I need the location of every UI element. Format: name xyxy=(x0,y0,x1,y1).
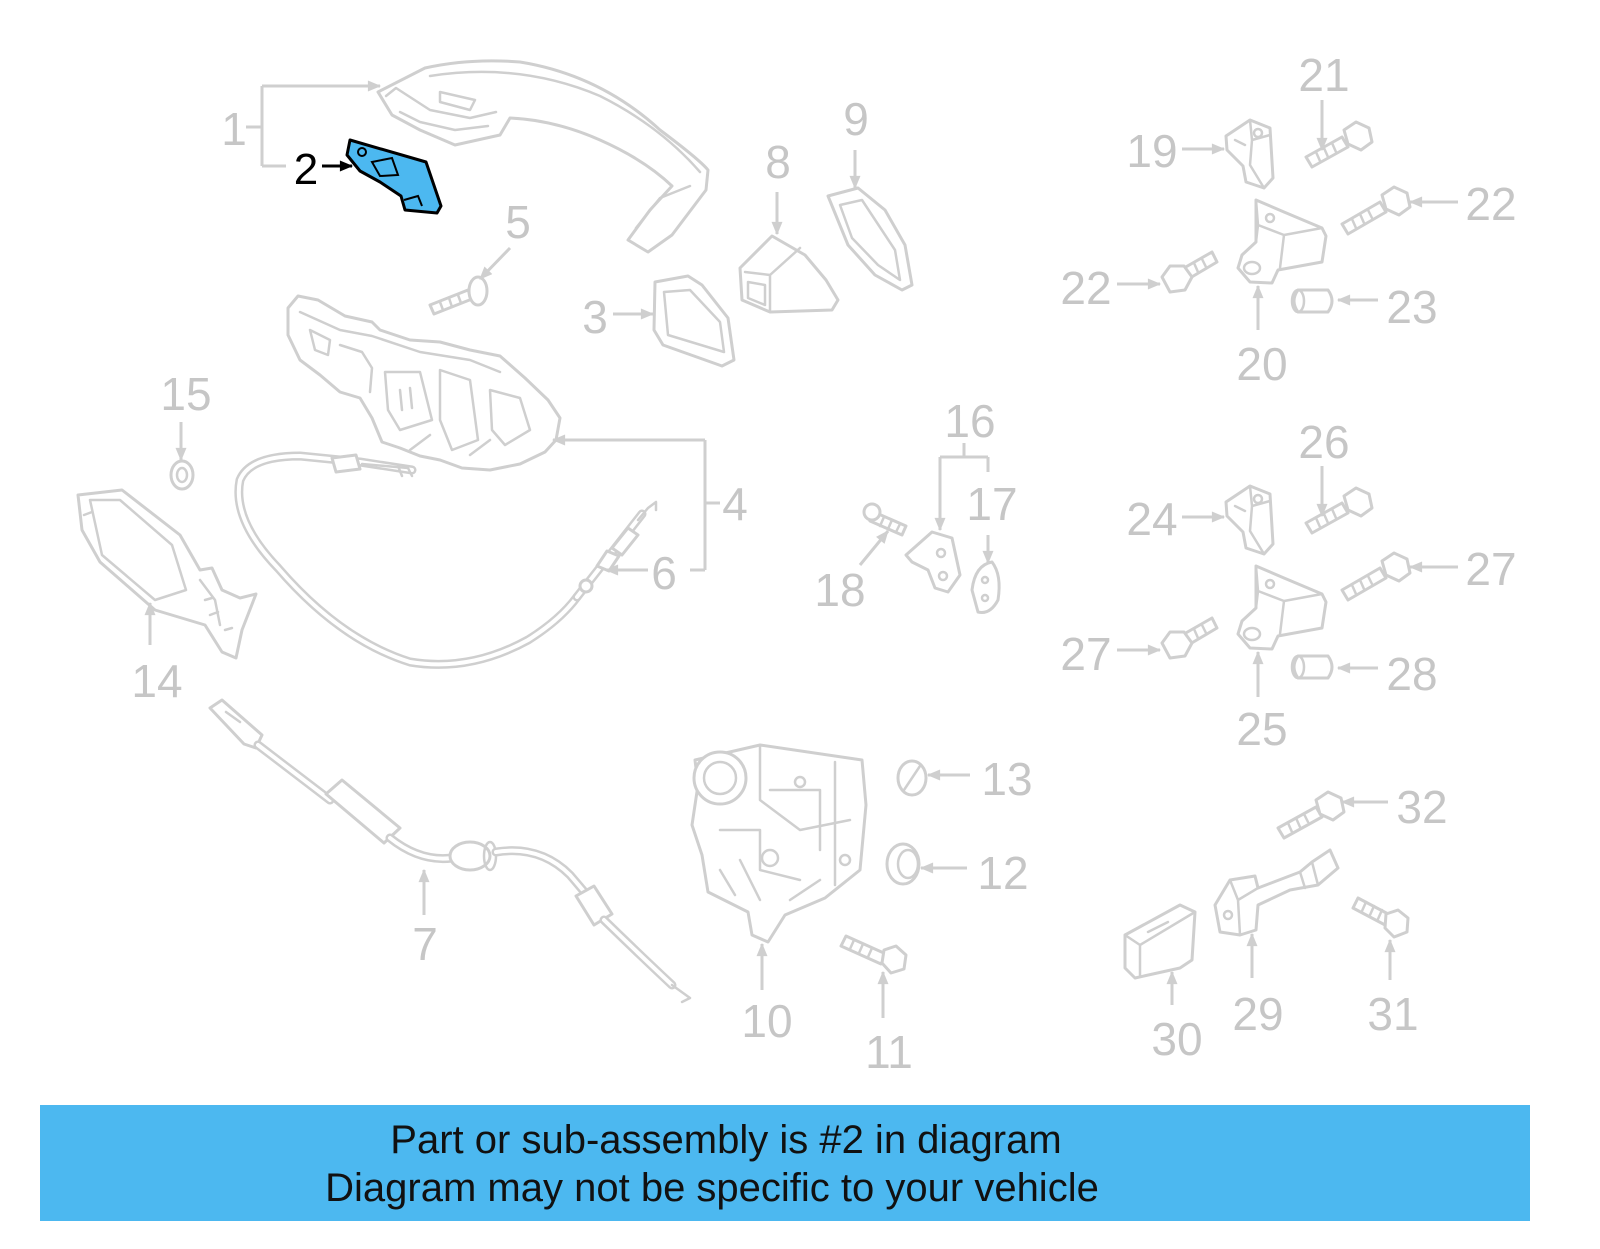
callout-25: 25 xyxy=(1236,703,1287,755)
callout-4: 4 xyxy=(722,478,748,530)
callout-9: 9 xyxy=(843,93,869,145)
part-14-interior-handle xyxy=(76,488,258,660)
part-16-bracket xyxy=(904,530,962,594)
callout-labels: 1 2 3 4 5 6 7 8 9 10 11 12 13 14 15 16 1… xyxy=(131,49,1516,1078)
callout-5: 5 xyxy=(505,196,531,248)
callout-32: 32 xyxy=(1396,781,1447,833)
part-6-cable-end xyxy=(572,500,658,602)
callout-7: 7 xyxy=(412,918,438,970)
callout-26: 26 xyxy=(1298,416,1349,468)
callout-29: 29 xyxy=(1232,988,1283,1040)
part-23-bushing xyxy=(1290,288,1334,314)
callout-20: 20 xyxy=(1236,338,1287,390)
part-20-hinge-door-half xyxy=(1236,198,1328,285)
part-21-bolt xyxy=(1304,120,1374,169)
part-32-bolt xyxy=(1276,790,1346,840)
callout-6: 6 xyxy=(651,547,677,599)
callout-15: 15 xyxy=(160,368,211,420)
callout-19: 19 xyxy=(1126,125,1177,177)
callout-22-right: 22 xyxy=(1465,178,1516,230)
callout-23: 23 xyxy=(1386,281,1437,333)
part-22-bolt-left xyxy=(1160,250,1219,294)
part-11-bolt xyxy=(839,934,908,975)
upper-hinge-set xyxy=(1160,118,1412,314)
part-25-hinge-door-half xyxy=(1236,564,1328,651)
info-banner: Part or sub-assembly is #2 in diagram Di… xyxy=(40,1105,1530,1221)
part-15-washer xyxy=(169,459,195,491)
callout-16: 16 xyxy=(944,395,995,447)
part-10-door-latch xyxy=(690,743,868,944)
part-1-exterior-handle xyxy=(376,59,710,254)
part-12-grommet xyxy=(885,842,921,886)
callout-30: 30 xyxy=(1151,1013,1202,1065)
callout-1: 1 xyxy=(221,103,247,155)
part-29-door-check-strap xyxy=(1213,848,1340,937)
part-3-gasket xyxy=(652,274,736,368)
callout-18: 18 xyxy=(814,564,865,616)
part-27-bolt-left xyxy=(1160,616,1219,660)
part-8-actuator-housing xyxy=(738,234,840,314)
lower-hinge-set xyxy=(1160,484,1412,680)
callout-27-left: 27 xyxy=(1060,628,1111,680)
part-4-handle-carrier xyxy=(234,294,582,669)
callout-14: 14 xyxy=(131,655,182,707)
part-17-seal xyxy=(970,560,1001,614)
callout-27-right: 27 xyxy=(1465,543,1516,595)
part-27-bolt-right xyxy=(1340,551,1412,602)
callout-22-left: 22 xyxy=(1060,262,1111,314)
callout-28: 28 xyxy=(1386,648,1437,700)
part-9-cap xyxy=(826,186,914,292)
callout-12: 12 xyxy=(977,847,1028,899)
part-22-bolt-right xyxy=(1340,185,1412,236)
callout-10: 10 xyxy=(741,995,792,1047)
banner-background xyxy=(40,1105,1530,1221)
callout-13: 13 xyxy=(981,753,1032,805)
part-30-check-bracket xyxy=(1123,903,1197,980)
callout-21: 21 xyxy=(1298,49,1349,101)
leader-lines xyxy=(144,80,1458,1018)
part-19-hinge-body-half xyxy=(1224,118,1275,190)
part-5-screw xyxy=(428,275,489,316)
banner-line-2: Diagram may not be specific to your vehi… xyxy=(325,1166,1099,1210)
part-18-screw xyxy=(862,502,908,537)
part-7-release-cable xyxy=(208,698,692,1004)
part-13-plug xyxy=(896,759,928,797)
callout-17: 17 xyxy=(966,478,1017,530)
callout-11: 11 xyxy=(865,1026,913,1078)
callout-3: 3 xyxy=(582,291,608,343)
part-2-highlighted-gasket xyxy=(345,138,443,215)
callout-2-highlighted: 2 xyxy=(294,145,318,194)
callout-8: 8 xyxy=(765,136,791,188)
banner-line-1: Part or sub-assembly is #2 in diagram xyxy=(390,1118,1061,1162)
callout-24: 24 xyxy=(1126,493,1177,545)
callout-31: 31 xyxy=(1367,988,1418,1040)
part-31-bolt xyxy=(1351,896,1410,939)
part-24-hinge-body-half xyxy=(1224,484,1275,556)
part-26-bolt xyxy=(1304,486,1374,535)
part-28-bushing xyxy=(1290,654,1334,680)
